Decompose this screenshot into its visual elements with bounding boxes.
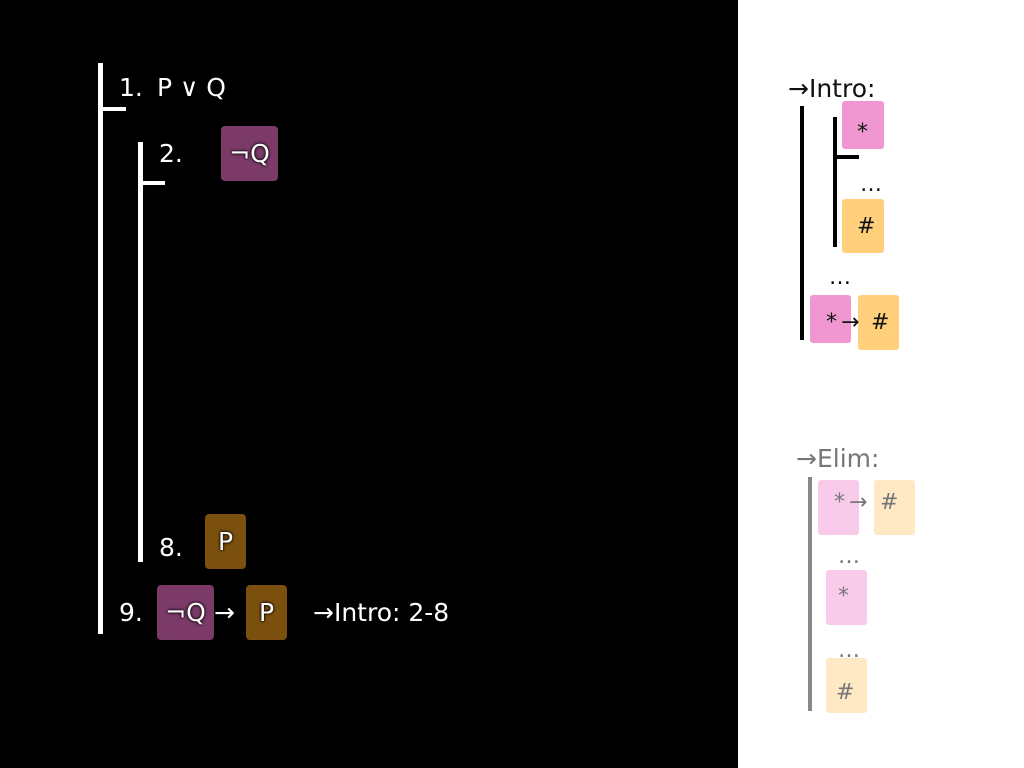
line-9-antecedent: ¬Q	[165, 598, 206, 627]
intro-conclusion-arrow: →	[841, 310, 860, 335]
intro-assumption-symbol: *	[857, 120, 868, 145]
line-9-number: 9.	[119, 598, 143, 627]
elim-premise-left-symbol: *	[834, 490, 845, 515]
line-1-number: 1.	[119, 73, 143, 102]
intro-derived-symbol: #	[857, 214, 876, 239]
intro-inner-scope-line	[833, 117, 837, 247]
main-premise-divider	[98, 107, 126, 111]
elim-scope-line	[808, 477, 812, 711]
elim-dots-1: …	[838, 544, 860, 569]
elim-conclusion-symbol: #	[836, 680, 855, 705]
line-9-consequent-box: P	[246, 585, 287, 640]
intro-conclusion-right-box	[858, 295, 899, 350]
line-9-justification: →Intro: 2-8	[313, 598, 450, 627]
line-9-antecedent-box: ¬Q	[157, 585, 214, 640]
intro-inner-divider	[833, 155, 859, 159]
subproof-scope-line	[138, 142, 143, 562]
intro-rule-title: →Intro:	[788, 74, 876, 103]
intro-assumption-box	[842, 101, 884, 149]
line-9-arrow: →	[214, 598, 235, 627]
intro-dots-2: …	[829, 265, 851, 290]
line-1-formula: P ∨ Q	[157, 73, 226, 102]
line-2-number: 2.	[159, 139, 183, 168]
intro-outer-scope-line	[800, 106, 804, 340]
intro-derived-box	[842, 199, 884, 253]
elim-minor-premise-symbol: *	[838, 584, 849, 609]
line-8-formula: P	[217, 527, 234, 556]
intro-conclusion-left-symbol: *	[826, 310, 837, 335]
intro-conclusion-right-symbol: #	[871, 310, 890, 335]
elim-premise-arrow: →	[849, 490, 868, 515]
elim-premise-left-box	[818, 480, 859, 535]
intro-conclusion-left-box	[810, 295, 851, 343]
elim-rule-title: →Elim:	[796, 444, 880, 473]
line-9-consequent: P	[258, 598, 275, 627]
elim-premise-right-symbol: #	[880, 490, 899, 515]
line-8-number: 8.	[159, 533, 183, 562]
proof-panel: 1. P ∨ Q 2. ¬Q 8. P 9. ¬Q → P →Intro: 2-…	[98, 63, 450, 640]
elim-premise-right-box	[874, 480, 915, 535]
line-8-formula-box: P	[205, 514, 246, 569]
line-2-formula-box: ¬Q	[221, 126, 278, 181]
elim-minor-premise-box	[826, 570, 867, 625]
elim-dots-2: …	[838, 638, 860, 663]
elim-conclusion-box	[826, 658, 867, 713]
main-scope-line	[98, 63, 103, 634]
rules-panel: →Intro: * … # … * → # →Elim: * → # … * ……	[738, 0, 1024, 768]
intro-dots-1: …	[860, 172, 882, 197]
subproof-assumption-divider	[138, 181, 165, 185]
line-2-formula: ¬Q	[229, 139, 270, 168]
